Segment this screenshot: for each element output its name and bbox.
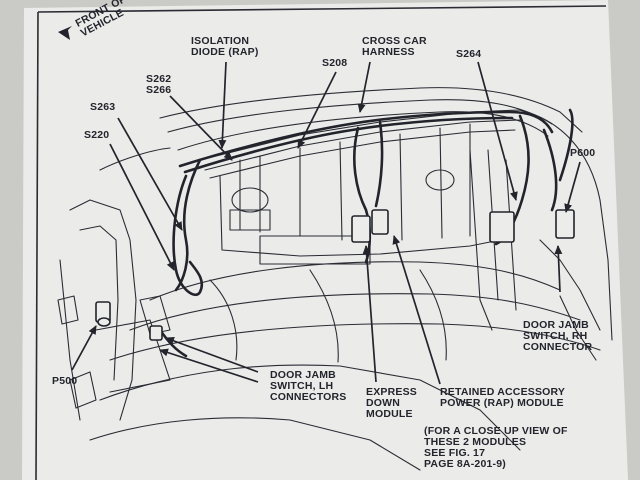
label-door-jamb-lh: DOOR JAMB SWITCH, LH CONNECTORS <box>270 369 347 403</box>
leader-door-jamb-lh-1 <box>165 337 259 373</box>
label-s264: S264 <box>456 48 482 60</box>
label-p600: P600 <box>570 147 596 159</box>
leader-p600 <box>564 161 581 213</box>
label-s220: S220 <box>84 129 110 141</box>
leader-s220 <box>109 143 175 271</box>
leader-cross-car <box>357 61 371 113</box>
front-arrow-icon <box>58 26 72 40</box>
leader-lines <box>71 61 581 385</box>
label-s208: S208 <box>322 57 348 69</box>
label-closeup-note: (FOR A CLOSE UP VIEW OF THESE 2 MODULES … <box>424 425 568 470</box>
leader-door-jamb-lh-2 <box>159 348 259 383</box>
leader-rap-module <box>392 235 441 385</box>
leader-door-jamb-rh <box>554 245 563 293</box>
page-border-left <box>35 11 39 480</box>
leader-express-down <box>362 245 377 383</box>
leader-s262-s266 <box>169 95 233 161</box>
label-s263: S263 <box>90 101 116 113</box>
label-express-down: EXPRESS DOWN MODULE <box>366 386 418 420</box>
label-rap-module: RETAINED ACCESSORY POWER (RAP) MODULE <box>440 386 566 409</box>
leader-s263 <box>117 117 183 231</box>
page-border-top <box>37 5 607 13</box>
label-cross-car-harness: CROSS CAR HARNESS <box>362 35 427 58</box>
leader-s208 <box>297 71 337 149</box>
paper-sheet <box>22 0 628 480</box>
leader-p500 <box>71 325 97 371</box>
leader-s264 <box>477 61 518 201</box>
label-door-jamb-rh: DOOR JAMB SWITCH, RH CONNECTOR <box>523 319 593 353</box>
modules <box>95 209 575 341</box>
wiring-harness <box>158 108 574 358</box>
label-isolation-diode: ISOLATION DIODE (RAP) <box>191 35 259 58</box>
label-p500: P500 <box>52 375 78 387</box>
label-s262-s266: S262 S266 <box>146 73 172 96</box>
leader-isolation-diode <box>218 61 227 149</box>
